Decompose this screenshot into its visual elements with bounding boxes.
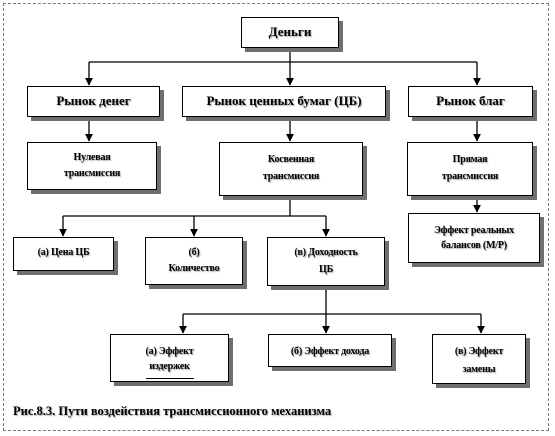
node-money-market: Рынок денег	[27, 86, 160, 117]
node-quantity-channel-line1: (б)	[188, 247, 200, 258]
node-money-label: Деньги	[268, 24, 312, 39]
node-substitution-effect: (в) Эффект замены	[432, 334, 526, 384]
node-real-balances-line1: Эффект реальных	[434, 225, 514, 236]
node-zero-transmission: Нулевая трансмиссия	[27, 142, 157, 190]
node-securities-market: Рынок ценных бумаг (ЦБ)	[182, 86, 386, 117]
figure-caption: Рис.8.3. Пути воздействия трансмиссионно…	[13, 404, 332, 418]
node-cost-effect-line2: издержек	[149, 361, 190, 372]
node-cost-effect: (а) Эффект издержек	[110, 334, 229, 382]
node-money-market-label: Рынок денег	[56, 93, 131, 108]
node-price-channel: (а) Цена ЦБ	[13, 237, 114, 271]
node-goods-market-label: Рынок благ	[436, 93, 505, 108]
node-zero-transmission-line2: трансмиссия	[63, 168, 121, 179]
cost-effect-underline	[146, 378, 194, 379]
node-yield-channel-line1: (в) Доходность	[294, 247, 358, 258]
node-income-effect-line1: (б) Эффект дохода	[290, 346, 370, 357]
node-yield-channel-line2: ЦБ	[319, 264, 333, 275]
node-substitution-effect-line1: (в) Эффект	[454, 346, 504, 357]
node-quantity-channel-line2: Количество	[168, 263, 220, 274]
node-cost-effect-line1: (а) Эффект	[145, 346, 194, 357]
node-direct-transmission: Прямая трансмиссия	[407, 142, 533, 196]
node-indirect-transmission-line2: трансмиссия	[262, 171, 320, 182]
node-yield-channel: (в) Доходность ЦБ	[267, 237, 385, 286]
node-indirect-transmission-line1: Косвенная	[267, 154, 315, 165]
node-income-effect: (б) Эффект дохода	[268, 334, 392, 367]
figure-frame	[3, 3, 549, 431]
node-direct-transmission-line2: трансмиссия	[441, 171, 499, 182]
node-substitution-effect-line2: замены	[462, 364, 496, 375]
node-securities-market-label: Рынок ценных бумаг (ЦБ)	[206, 93, 362, 108]
node-real-balances-effect: Эффект реальных балансов (M/P)	[408, 213, 540, 263]
node-money: Деньги	[241, 17, 339, 48]
node-direct-transmission-line1: Прямая	[452, 154, 488, 165]
node-indirect-transmission: Косвенная трансмиссия	[219, 142, 363, 196]
node-quantity-channel: (б) Количество	[145, 237, 243, 285]
node-price-channel-line1: (а) Цена ЦБ	[37, 247, 90, 258]
node-goods-market: Рынок благ	[408, 86, 533, 117]
node-zero-transmission-line1: Нулевая	[73, 152, 111, 163]
node-real-balances-line2: балансов (M/P)	[441, 240, 507, 251]
